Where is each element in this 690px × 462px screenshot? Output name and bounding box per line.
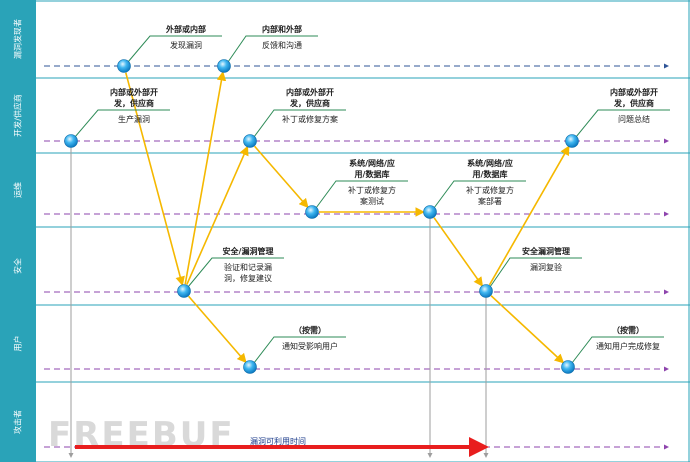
role-label-n4: 内部或外部开 (286, 87, 334, 97)
role-label-n3: 发，供应商 (113, 98, 154, 108)
callout-line-n8 (187, 257, 284, 288)
callout-n10: （按需） 通知受影响用户 (253, 325, 346, 364)
role-label-n3: 内部或外部开 (110, 87, 158, 97)
callout-line-n11 (571, 336, 664, 364)
callout-line-n10 (253, 336, 346, 364)
role-label-n1: 外部或内部 (166, 24, 206, 34)
action-label-n6: 补丁或修复方 (348, 185, 396, 195)
flow-arrow-n8-n4 (186, 145, 249, 285)
role-label-n11: （按需） (612, 325, 644, 335)
node-n10 (243, 360, 257, 374)
action-label-n7: 案部署 (478, 196, 502, 206)
node-n4 (243, 134, 257, 148)
lane-label-finder: 漏洞发现者 (13, 19, 23, 59)
flow-arrow-n4-n6 (254, 145, 309, 209)
node-n3 (64, 134, 78, 148)
node-n8 (177, 284, 191, 298)
lane-label-sec: 安全 (13, 258, 23, 274)
role-label-n9: 安全漏洞管理 (522, 246, 570, 256)
action-label-n8: 验证和记录漏 (224, 262, 272, 272)
flow-arrow-n8-n10 (187, 295, 247, 364)
node-n6 (305, 205, 319, 219)
flow-arrow-n9-n5 (488, 145, 570, 286)
action-label-n5: 问题总结 (618, 114, 650, 124)
flow-arrow-n9-n11 (490, 295, 565, 364)
callout-line-n2 (227, 35, 318, 63)
callout-line-n7 (433, 180, 526, 209)
lane-bar-sec (0, 227, 36, 305)
flow-arrow-n7-n9 (433, 217, 484, 287)
role-label-n5: 内部或外部开 (610, 87, 658, 97)
node-n1 (117, 59, 131, 73)
role-label-n8: 安全/漏洞管理 (223, 246, 274, 256)
action-label-n2: 反馈和沟通 (262, 40, 302, 50)
lane-bar-user (0, 305, 36, 382)
role-label-n7: 用/数据库 (472, 169, 508, 179)
nodes-layer (64, 59, 579, 374)
lane-bar-attacker (0, 382, 36, 462)
role-label-n10: （按需） (294, 325, 326, 335)
lane-label-attacker: 攻击者 (13, 410, 23, 434)
callout-n11: （按需） 通知用户完成修复 (571, 325, 664, 364)
flow-arrows-layer (125, 71, 570, 364)
action-label-n10: 通知受影响用户 (282, 341, 338, 351)
callout-line-n9 (489, 257, 582, 288)
action-label-n9: 漏洞复验 (530, 262, 562, 272)
guide-lines-layer (68, 147, 489, 458)
node-n7 (423, 205, 437, 219)
action-label-n11: 通知用户完成修复 (596, 341, 660, 351)
lane-label-ops: 运维 (13, 182, 23, 198)
flow-arrow-n1-n8 (125, 72, 185, 287)
action-label-n6: 案测试 (360, 196, 384, 206)
action-label-n1: 发现漏洞 (170, 40, 202, 50)
lane-bar-dev (0, 78, 36, 153)
callout-line-n3 (74, 109, 170, 138)
role-label-n4: 发，供应商 (289, 98, 330, 108)
node-n5 (565, 134, 579, 148)
lane-label-dev: 开发/供应商 (13, 94, 23, 137)
role-label-n7: 系统/网络/应 (467, 158, 513, 168)
action-label-n7: 补丁或修复方 (466, 185, 514, 195)
node-n9 (479, 284, 493, 298)
role-label-n5: 发，供应商 (613, 98, 654, 108)
action-label-n8: 洞，修复建议 (224, 273, 272, 283)
action-label-n3: 生产漏洞 (118, 114, 150, 124)
node-n2 (217, 59, 231, 73)
action-label-n4: 补丁或修复方案 (282, 114, 338, 124)
callouts-layer: 外部或内部发现漏洞内部和外部反馈和沟通内部或外部开发，供应商生产漏洞内部或外部开… (74, 24, 670, 364)
node-n11 (561, 360, 575, 374)
callout-line-n5 (575, 109, 670, 138)
lane-bar-ops (0, 153, 36, 227)
callout-line-n1 (127, 35, 222, 63)
role-label-n6: 系统/网络/应 (349, 158, 395, 168)
flow-arrow-n8-n2 (184, 71, 227, 285)
role-label-n2: 内部和外部 (262, 24, 302, 34)
callout-line-n6 (315, 180, 408, 209)
role-label-n6: 用/数据库 (354, 169, 390, 179)
exploit-window-label: 漏洞可利用时间 (250, 436, 306, 446)
callout-line-n4 (253, 109, 346, 138)
lane-bar-finder (0, 0, 36, 78)
lane-label-user: 用户 (13, 336, 23, 352)
